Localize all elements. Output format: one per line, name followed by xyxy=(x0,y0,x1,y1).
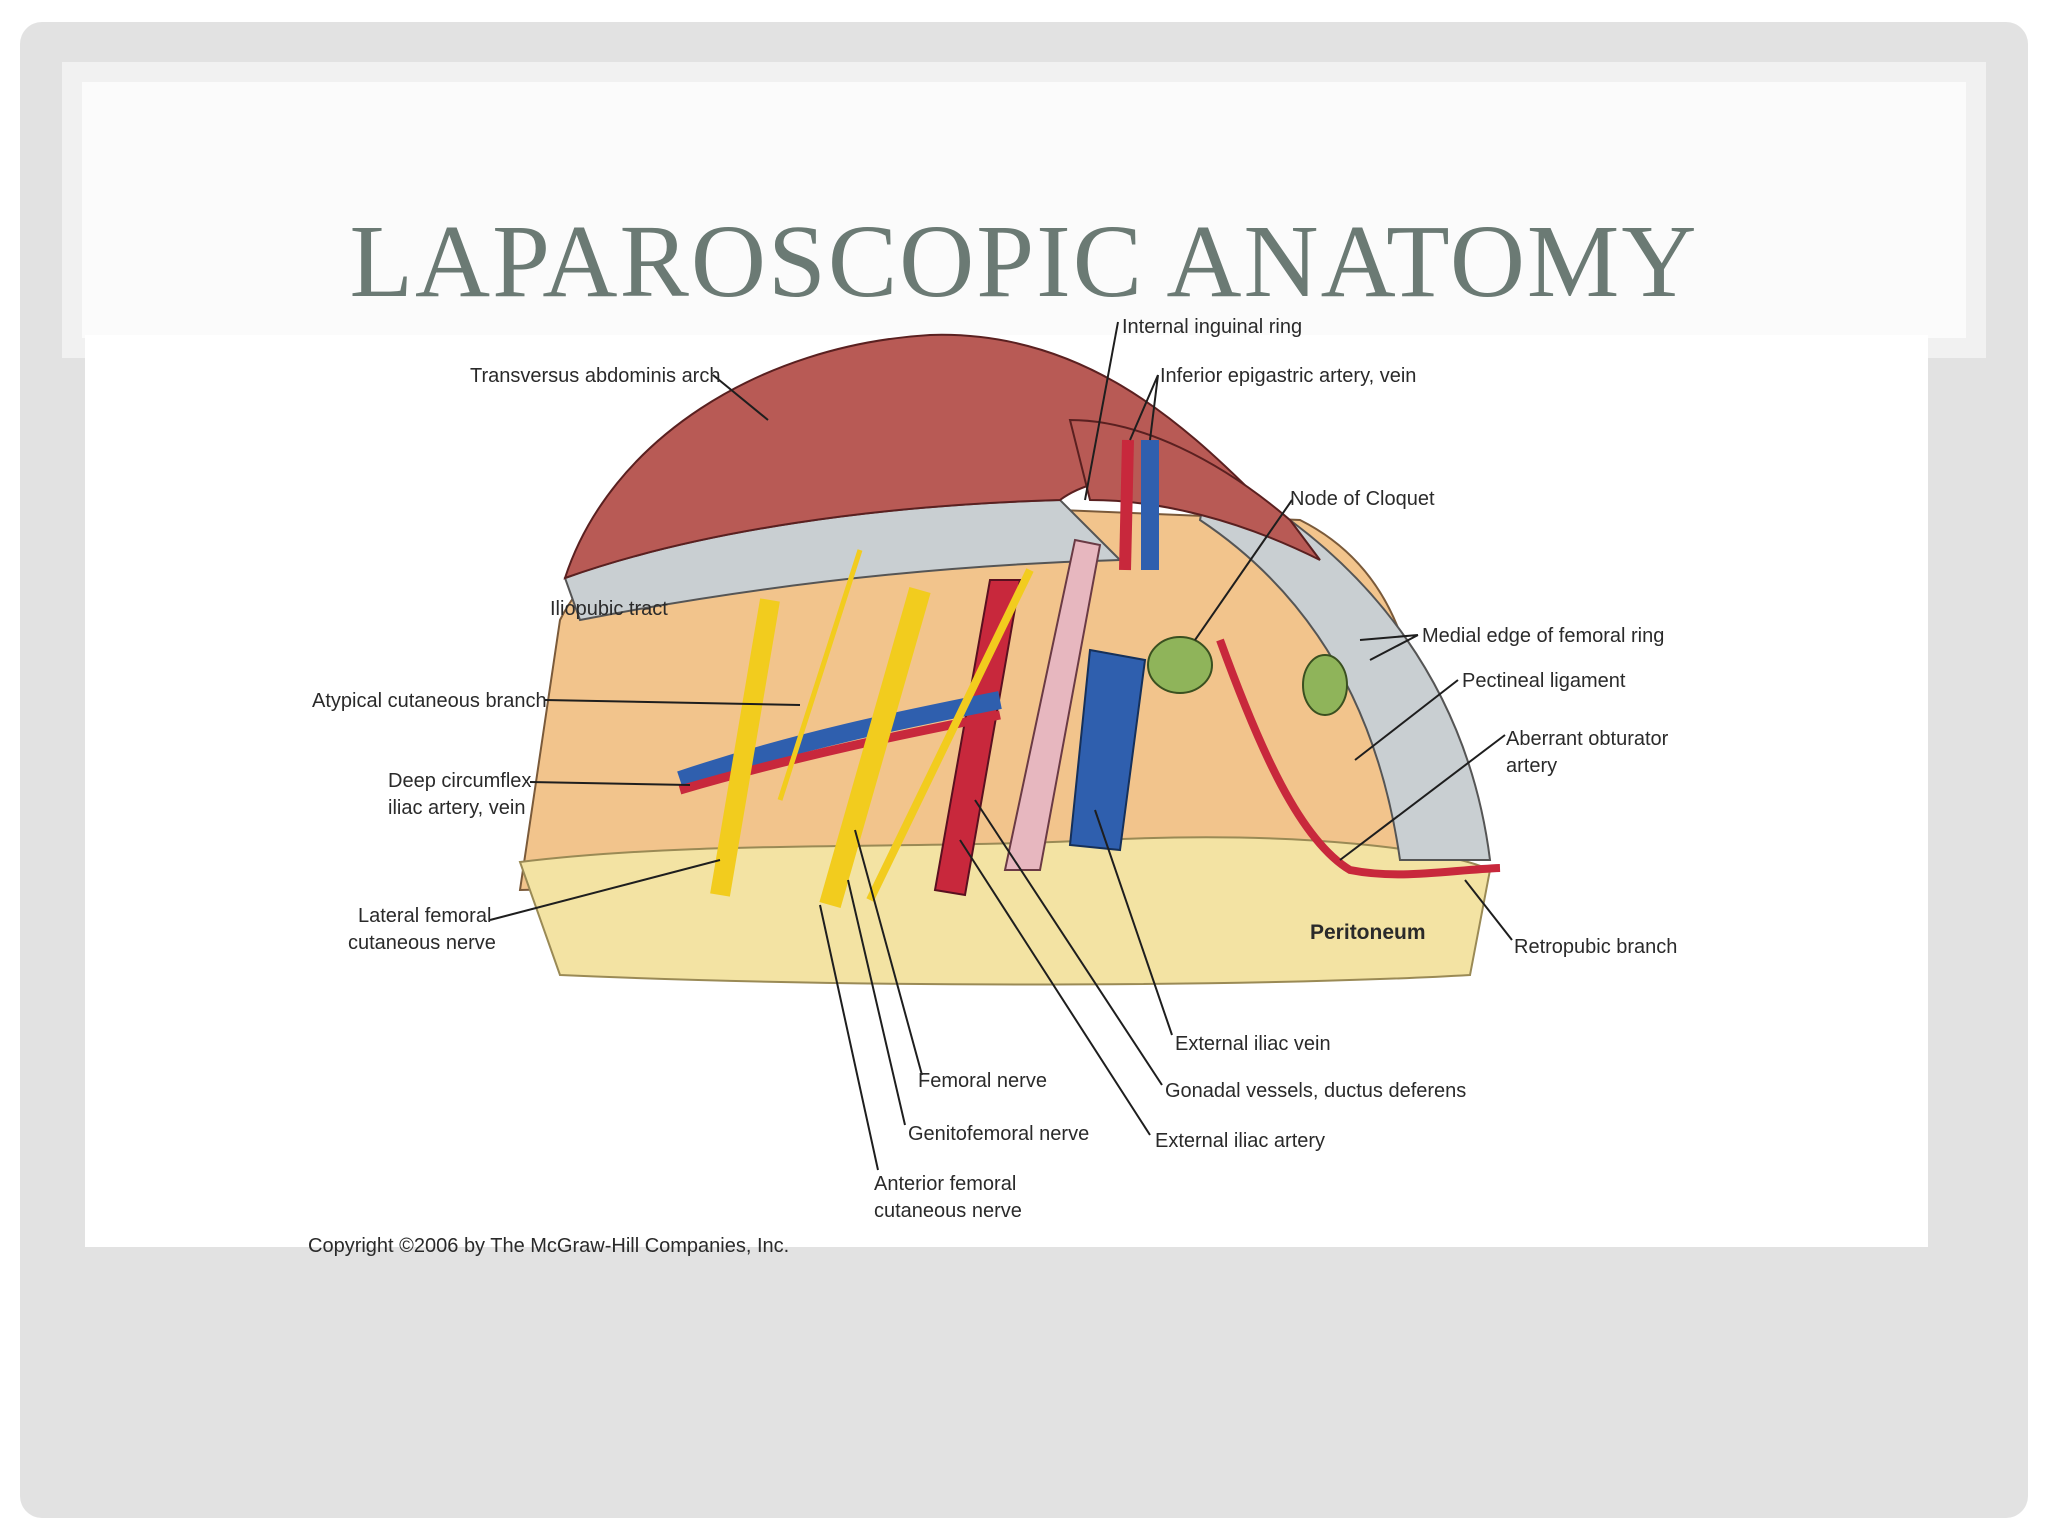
leader-retropubic xyxy=(1464,879,1513,941)
leader-aberrant-obturator xyxy=(1339,734,1506,861)
label-genitofemoral-nerve: Genitofemoral nerve xyxy=(908,1123,1089,1145)
label-node-of-cloquet: Node of Cloquet xyxy=(1290,488,1435,510)
label-external-iliac-artery: External iliac artery xyxy=(1155,1130,1325,1152)
label-medial-edge-femoral-ring: Medial edge of femoral ring xyxy=(1422,625,1664,647)
inferior-epigastric-artery xyxy=(1119,439,1134,571)
label-aberrant-obturator-1: Aberrant obturator xyxy=(1506,728,1669,750)
label-deep-circumflex-2: iliac artery, vein xyxy=(388,797,525,819)
gonadal-vessels xyxy=(1003,538,1102,871)
label-lateral-femoral-2: cutaneous nerve xyxy=(348,932,496,954)
label-transversus-arch: Transversus abdominis arch xyxy=(470,365,720,387)
label-gonadal-vessels: Gonadal vessels, ductus deferens xyxy=(1165,1080,1466,1102)
label-deep-circumflex-1: Deep circumflex xyxy=(388,770,531,792)
label-atypical-cutaneous-branch: Atypical cutaneous branch xyxy=(312,690,547,712)
leader-anterior-femoral xyxy=(819,904,879,1171)
slide-title: LAPAROSCOPIC ANATOMY xyxy=(349,204,1699,319)
label-lateral-femoral-1: Lateral femoral xyxy=(358,905,491,927)
copyright-notice: Copyright ©2006 by The McGraw-Hill Compa… xyxy=(308,1235,789,1257)
label-anterior-femoral-2: cutaneous nerve xyxy=(874,1200,1022,1222)
leader-pectineal-ligament xyxy=(1354,679,1459,761)
node-of-cloquet xyxy=(1147,636,1213,694)
leader-inferior-epigastric xyxy=(1129,374,1159,441)
external-iliac-artery xyxy=(933,579,1022,897)
atypical-cutaneous-branch xyxy=(777,549,863,801)
label-femoral-nerve: Femoral nerve xyxy=(918,1070,1047,1092)
external-iliac-vein xyxy=(1068,648,1147,852)
leader-external-iliac-vein xyxy=(1094,809,1173,1036)
label-inferior-epigastric: Inferior epigastric artery, vein xyxy=(1160,365,1416,387)
label-retropubic-branch: Retropubic branch xyxy=(1514,936,1677,958)
label-peritoneum: Peritoneum xyxy=(1310,921,1426,944)
label-anterior-femoral-1: Anterior femoral xyxy=(874,1173,1016,1195)
leader-transversus-arch xyxy=(712,374,769,421)
aberrant-obturator-artery xyxy=(1216,638,1501,879)
femoral-nerve xyxy=(819,586,931,909)
label-pectineal-ligament: Pectineal ligament xyxy=(1462,670,1626,692)
label-aberrant-obturator-2: artery xyxy=(1506,755,1557,777)
deep-circumflex-artery xyxy=(678,710,1001,795)
genitofemoral-nerve xyxy=(866,568,1034,902)
lateral-femoral-cutaneous-nerve xyxy=(710,598,780,897)
leader-node-of-cloquet xyxy=(1194,499,1293,641)
label-internal-inguinal-ring: Internal inguinal ring xyxy=(1122,316,1302,338)
leader-atypical-cutaneous xyxy=(544,699,801,706)
leader-internal-inguinal-ring xyxy=(1084,321,1119,501)
title-box: LAPAROSCOPIC ANATOMY xyxy=(62,62,1986,358)
leader-femoral-nerve xyxy=(854,829,923,1076)
label-external-iliac-vein: External iliac vein xyxy=(1175,1033,1331,1055)
leader-external-iliac-artery xyxy=(959,839,1151,1136)
leader-deep-circumflex xyxy=(529,781,691,786)
leader-genitofemoral xyxy=(847,879,906,1126)
lymph-node-medial xyxy=(1302,654,1348,716)
leader-gonadal xyxy=(974,799,1163,1086)
label-iliopubic-tract: Iliopubic tract xyxy=(550,598,668,620)
leader-lateral-femoral xyxy=(489,859,721,921)
leader-medial-edge-femoral-ring xyxy=(1359,634,1419,661)
femoral-ring-fascia xyxy=(1198,468,1492,861)
